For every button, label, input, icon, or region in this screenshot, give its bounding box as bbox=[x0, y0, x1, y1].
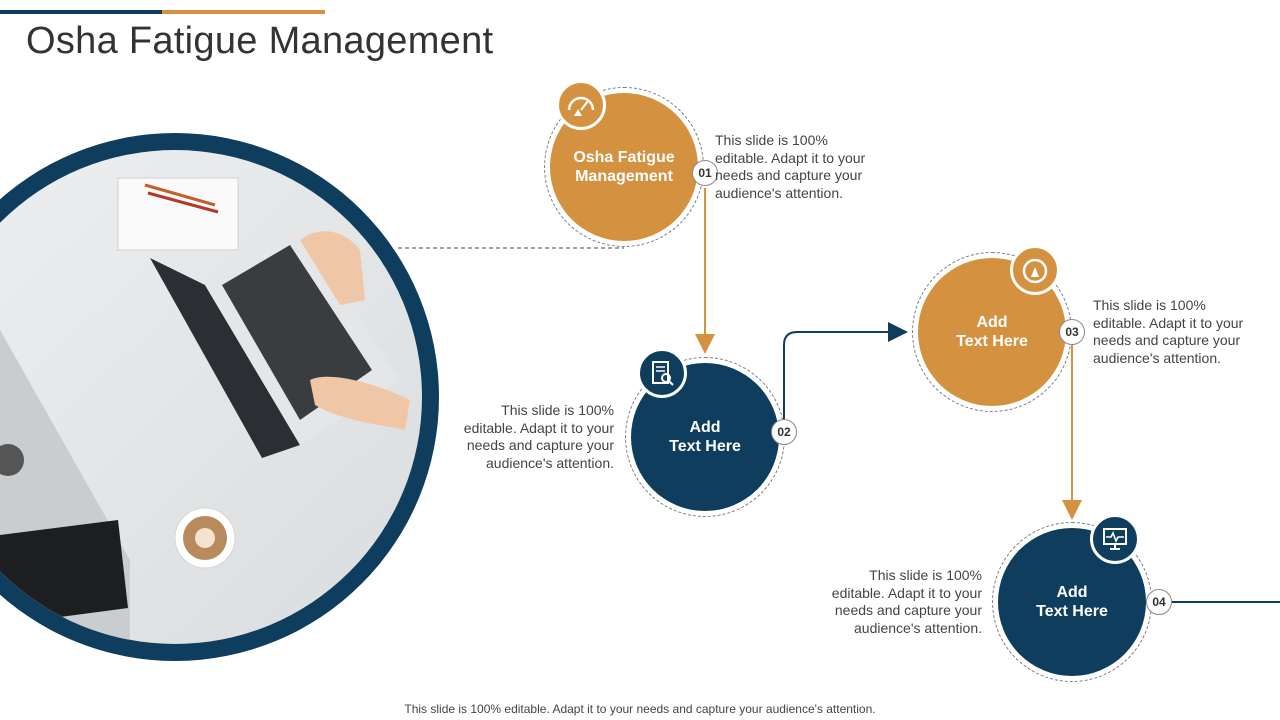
step-03-icon-badge bbox=[1010, 245, 1060, 295]
step-03-label: Add Text Here bbox=[956, 314, 1028, 350]
step-01-label: Osha Fatigue Management bbox=[573, 149, 675, 185]
step-03-number: 03 bbox=[1059, 319, 1085, 345]
title-accent-bar-dark bbox=[0, 10, 162, 14]
footer-note: This slide is 100% editable. Adapt it to… bbox=[404, 702, 876, 716]
step-01-number: 01 bbox=[692, 160, 718, 186]
connector-02-03 bbox=[783, 322, 908, 420]
step-04-label: Add Text Here bbox=[1036, 584, 1108, 620]
step-01-icon-badge bbox=[556, 80, 606, 130]
step-02-number: 02 bbox=[771, 419, 797, 445]
monitor-heartbeat-icon bbox=[1103, 528, 1127, 550]
page-title: Osha Fatigue Management bbox=[26, 20, 494, 62]
step-04-description: This slide is 100% editable. Adapt it to… bbox=[831, 567, 982, 636]
step-03-description: This slide is 100% editable. Adapt it to… bbox=[1093, 297, 1244, 366]
step-01-description: This slide is 100% editable. Adapt it to… bbox=[715, 132, 866, 201]
title-accent-bar-gold bbox=[162, 10, 325, 14]
step-02-description: This slide is 100% editable. Adapt it to… bbox=[463, 402, 614, 471]
step-04-number: 04 bbox=[1146, 589, 1172, 615]
document-search-icon bbox=[652, 361, 674, 386]
speedometer-warning-icon bbox=[567, 96, 595, 116]
step-04-icon-badge bbox=[1090, 514, 1140, 564]
step-02-label: Add Text Here bbox=[669, 419, 741, 455]
step-02-icon-badge bbox=[637, 348, 687, 398]
gauge-warning-icon bbox=[1022, 258, 1048, 284]
